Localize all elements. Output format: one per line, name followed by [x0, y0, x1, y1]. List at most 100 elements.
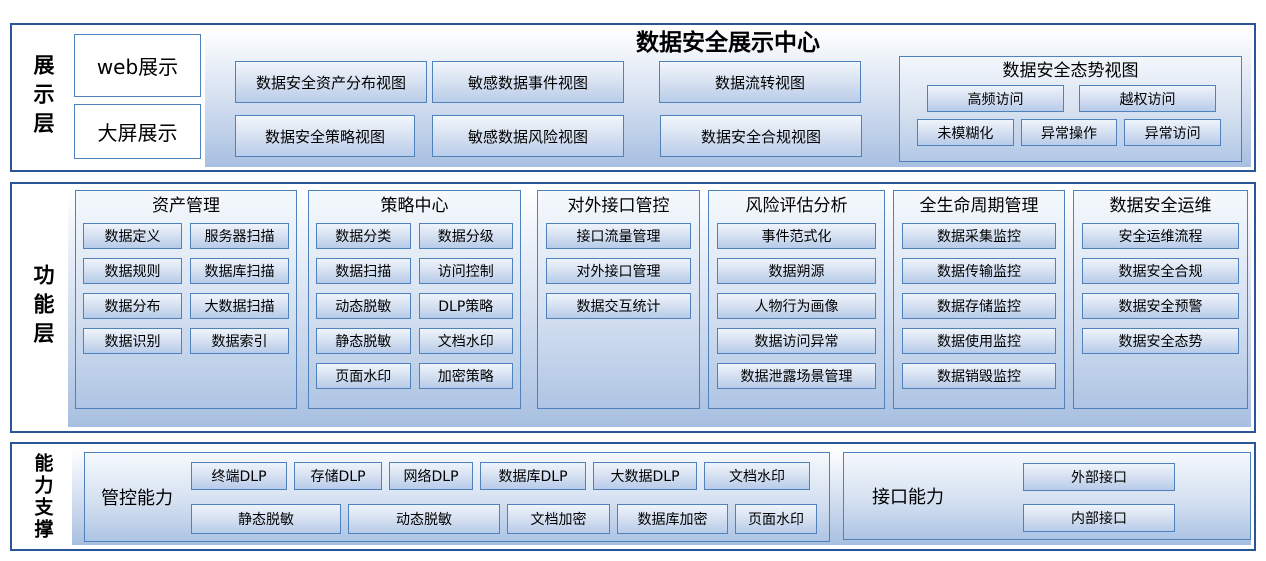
capability-box: 网络DLP	[389, 462, 473, 490]
web-display-box: web展示	[74, 34, 201, 97]
column-asset-management: 资产管理 数据定义数据规则数据分布数据识别 服务器扫描数据库扫描大数据扫描数据索…	[75, 190, 297, 409]
situation-item-box: 未模糊化	[917, 119, 1014, 146]
feature-box: 数据安全预警	[1082, 293, 1239, 319]
control-capability-title: 管控能力	[101, 488, 173, 509]
asset-management-grid: 数据定义数据规则数据分布数据识别 服务器扫描数据库扫描大数据扫描数据索引	[76, 221, 296, 356]
column-external-interface-control: 对外接口管控 接口流量管理对外接口管理数据交互统计	[537, 190, 700, 409]
feature-box: 数据销毁监控	[902, 363, 1056, 389]
feature-box: 数据分布	[83, 293, 182, 319]
feature-box: 数据泄露场景管理	[717, 363, 876, 389]
capability-box: 页面水印	[735, 504, 817, 534]
view-box-data-flow: 数据流转视图	[659, 61, 861, 103]
feature-box: 大数据扫描	[190, 293, 289, 319]
feature-box: 人物行为画像	[717, 293, 876, 319]
feature-box: 事件范式化	[717, 223, 876, 249]
security-operations-list: 安全运维流程数据安全合规数据安全预警数据安全态势	[1074, 221, 1247, 356]
display-layer-panel: 数据安全展示中心 数据安全资产分布视图 敏感数据事件视图 数据流转视图 数据安全…	[205, 28, 1251, 167]
capability-box: 外部接口	[1023, 463, 1175, 491]
situation-item-box: 越权访问	[1079, 85, 1216, 112]
policy-left-list: 数据分类数据扫描动态脱敏静态脱敏页面水印	[316, 223, 411, 389]
capability-box: 数据库DLP	[480, 462, 586, 490]
view-box-policy: 数据安全策略视图	[235, 115, 415, 157]
function-layer-label: 功能层	[31, 264, 55, 351]
capability-box: 动态脱敏	[348, 504, 500, 534]
bigscreen-display-box: 大屏展示	[74, 104, 201, 159]
column-title: 资产管理	[152, 196, 220, 216]
security-situation-view-box: 数据安全态势视图 高频访问越权访问 未模糊化异常操作异常访问	[899, 56, 1242, 162]
feature-box: DLP策略	[418, 293, 513, 319]
feature-box: 加密策略	[418, 363, 513, 389]
asset-left-list: 数据定义数据规则数据分布数据识别	[83, 223, 182, 354]
feature-box: 页面水印	[316, 363, 411, 389]
feature-box: 文档水印	[418, 328, 513, 354]
feature-box: 数据安全合规	[1082, 258, 1239, 284]
column-title: 数据安全运维	[1109, 196, 1212, 216]
feature-box: 访问控制	[418, 258, 513, 284]
interface-capability-list: 外部接口内部接口	[1023, 463, 1175, 532]
security-situation-title: 数据安全态势视图	[1002, 61, 1139, 81]
feature-box: 对外接口管理	[546, 258, 691, 284]
capability-box: 大数据DLP	[593, 462, 697, 490]
feature-box: 数据传输监控	[902, 258, 1056, 284]
external-interface-list: 接口流量管理对外接口管理数据交互统计	[538, 221, 699, 321]
interface-capability-title: 接口能力	[872, 487, 944, 508]
capability-box: 数据库加密	[617, 504, 728, 534]
feature-box: 数据规则	[83, 258, 182, 284]
capability-box: 存储DLP	[294, 462, 382, 490]
situation-item-box: 异常操作	[1020, 119, 1118, 146]
column-lifecycle-management: 全生命周期管理 数据采集监控数据传输监控数据存储监控数据使用监控数据销毁监控	[893, 190, 1065, 409]
policy-right-list: 数据分级访问控制 DLP策略文档水印加密策略	[418, 223, 513, 389]
view-box-sensitive-event: 敏感数据事件视图	[432, 61, 624, 103]
view-box-compliance: 数据安全合规视图	[660, 115, 862, 157]
feature-box: 数据识别	[83, 328, 182, 354]
feature-box: 数据分类	[316, 223, 411, 249]
display-layer-section: 展示层 web展示 大屏展示 数据安全展示中心 数据安全资产分布视图 敏感数据事…	[10, 23, 1256, 172]
feature-box: 数据扫描	[316, 258, 411, 284]
capability-layer-label: 能力支撑	[31, 452, 54, 541]
feature-box: 数据索引	[190, 328, 289, 354]
capability-box: 文档水印	[704, 462, 810, 490]
feature-box: 数据采集监控	[902, 223, 1056, 249]
lifecycle-list: 数据采集监控数据传输监控数据存储监控数据使用监控数据销毁监控	[894, 221, 1064, 391]
capability-box: 文档加密	[507, 504, 610, 534]
feature-box: 数据存储监控	[902, 293, 1056, 319]
situation-row-2: 未模糊化异常操作异常访问	[900, 119, 1241, 146]
feature-box: 数据访问异常	[717, 328, 876, 354]
view-box-asset-distribution: 数据安全资产分布视图	[235, 61, 427, 103]
feature-box: 数据安全态势	[1082, 328, 1239, 354]
display-layer-label: 展示层	[31, 54, 55, 141]
column-title: 对外接口管控	[567, 196, 670, 216]
column-security-operations: 数据安全运维 安全运维流程数据安全合规数据安全预警数据安全态势	[1073, 190, 1248, 409]
risk-assessment-list: 事件范式化数据朔源人物行为画像数据访问异常数据泄露场景管理	[709, 221, 884, 391]
center-title: 数据安全展示中心	[636, 30, 820, 56]
column-title: 风险评估分析	[745, 196, 848, 216]
feature-box: 数据分级	[418, 223, 513, 249]
situation-item-box: 异常访问	[1124, 119, 1222, 146]
feature-box: 安全运维流程	[1082, 223, 1239, 249]
column-title: 全生命周期管理	[919, 196, 1039, 216]
control-capability-row-2: 静态脱敏动态脱敏文档加密数据库加密页面水印	[191, 504, 817, 534]
feature-box: 接口流量管理	[546, 223, 691, 249]
feature-box: 数据交互统计	[546, 293, 691, 319]
feature-box: 数据使用监控	[902, 328, 1056, 354]
capability-box: 终端DLP	[191, 462, 287, 490]
feature-box: 数据库扫描	[190, 258, 289, 284]
situation-item-box: 高频访问	[927, 85, 1064, 112]
column-risk-assessment: 风险评估分析 事件范式化数据朔源人物行为画像数据访问异常数据泄露场景管理	[708, 190, 885, 409]
feature-box: 数据朔源	[717, 258, 876, 284]
interface-capability-box: 接口能力 外部接口内部接口	[843, 452, 1251, 540]
function-layer-section: 功能层 资产管理 数据定义数据规则数据分布数据识别 服务器扫描数据库扫描大数据扫…	[10, 182, 1256, 433]
asset-right-list: 服务器扫描数据库扫描大数据扫描数据索引	[190, 223, 289, 354]
feature-box: 静态脱敏	[316, 328, 411, 354]
feature-box: 数据定义	[83, 223, 182, 249]
capability-box: 内部接口	[1023, 504, 1175, 532]
situation-row-1: 高频访问越权访问	[900, 85, 1241, 112]
capability-box: 静态脱敏	[191, 504, 341, 534]
